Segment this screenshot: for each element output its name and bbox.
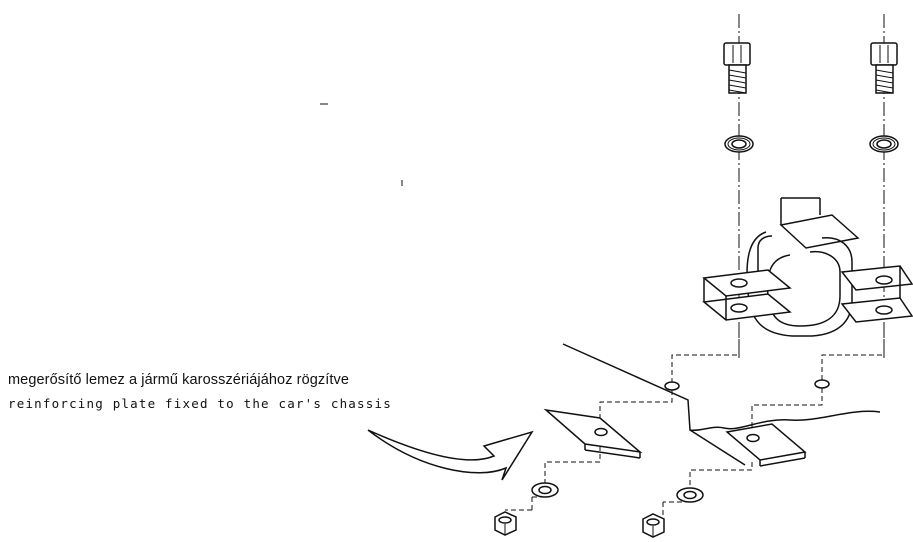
annotation-label-hungarian: megerősítő lemez a jármű karosszériájáho… [8, 372, 350, 388]
bolt-icon [723, 42, 751, 94]
washer-icon [676, 487, 704, 503]
exhaust-mount-bracket [702, 197, 913, 337]
bolt-icon [870, 42, 898, 94]
curved-arrow-icon [367, 429, 534, 481]
car-chassis-sheet [562, 343, 881, 466]
assembly-path-right [821, 325, 885, 382]
washer-icon [869, 135, 899, 153]
assembly-path-left [671, 325, 740, 382]
assembly-path-left-lower [599, 390, 673, 430]
nut-icon [494, 511, 517, 536]
washer-icon [531, 482, 559, 498]
nut-icon [642, 513, 665, 538]
annotation-label-english: reinforcing plate fixed to the car's cha… [8, 396, 392, 411]
washer-icon [724, 135, 754, 153]
assembly-path-right-lower [751, 388, 823, 432]
reinforcing-plate-right [725, 423, 807, 467]
reinforcing-plate-left [543, 408, 643, 459]
assembly-path-nut-right [689, 462, 753, 490]
assembly-path-nut-left [544, 446, 601, 484]
